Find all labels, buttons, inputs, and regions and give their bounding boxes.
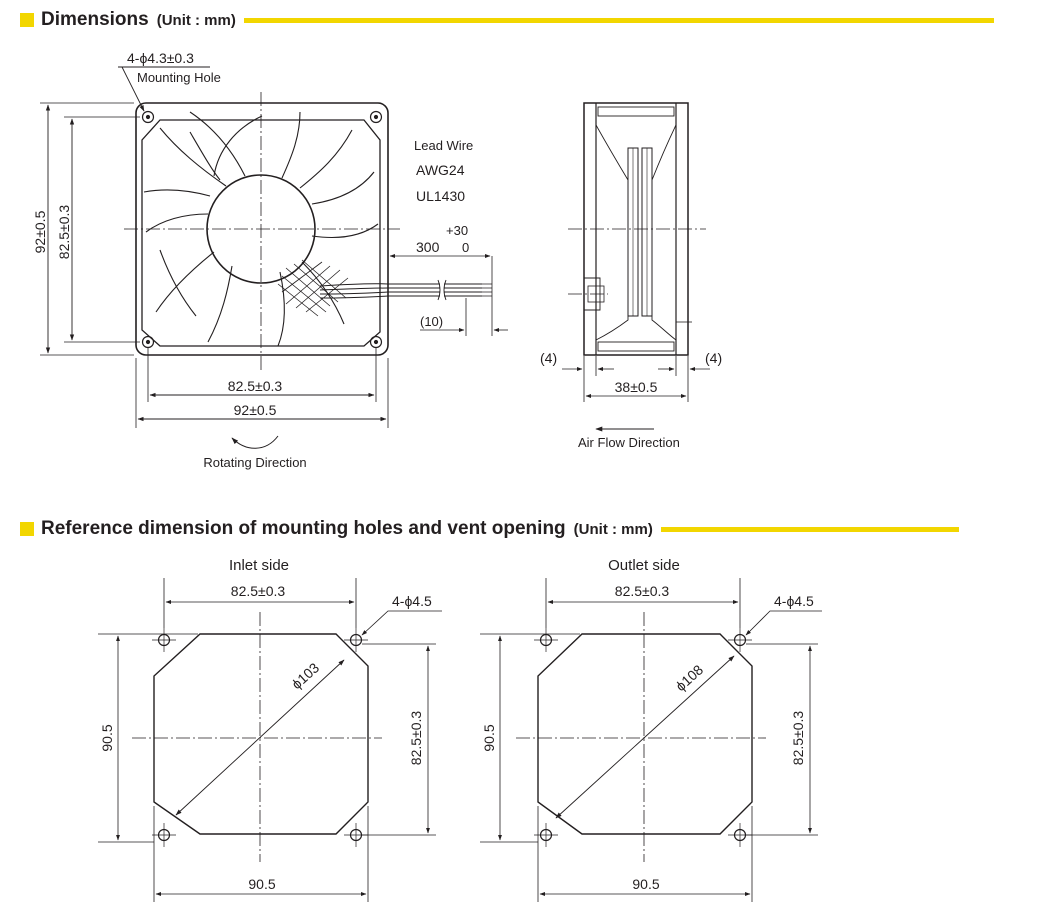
height-outer-label: 92±0.5	[32, 210, 48, 253]
depth-label: 38±0.5	[615, 379, 658, 395]
tolerance-base: 0	[462, 240, 469, 255]
inlet-pitch-vertical: 82.5±0.3	[408, 711, 424, 766]
hole-label: Mounting Hole	[137, 70, 221, 85]
outlet-height: 90.5	[481, 724, 497, 751]
rotation-arrow-icon	[231, 435, 279, 449]
inlet-width: 90.5	[248, 876, 275, 892]
outlet-holes: 4-ϕ4.5	[774, 593, 814, 609]
section-header-dimensions: Dimensions (Unit : mm)	[20, 7, 994, 33]
side-view	[562, 102, 710, 432]
inlet-holes: 4-ϕ4.5	[392, 593, 432, 609]
section-rule	[660, 526, 959, 532]
section-title: Reference dimension of mounting holes an…	[41, 518, 566, 539]
yellow-square-icon	[20, 13, 34, 27]
section-rule	[243, 17, 994, 23]
front-view-labels: 4-ϕ4.3±0.3 Mounting Hole 92±0.5 82.5±0.3…	[32, 50, 473, 470]
section-header-reference: Reference dimension of mounting holes an…	[20, 516, 959, 542]
side-view-labels: (4) (4) 38±0.5 Air Flow Direction	[540, 350, 722, 450]
hole-callout: 4-ϕ4.3±0.3	[127, 50, 194, 66]
inlet-height: 90.5	[99, 724, 115, 751]
mounting-hole-icon	[141, 110, 383, 349]
outlet-pitch: 82.5±0.3	[615, 583, 670, 599]
width-pitch-label: 82.5±0.3	[228, 378, 283, 394]
wire-mesh	[277, 259, 349, 317]
side-offset-right: (4)	[705, 350, 722, 366]
lead-wire	[319, 279, 492, 301]
inlet-pitch: 82.5±0.3	[231, 583, 286, 599]
outlet-width: 90.5	[632, 876, 659, 892]
fan-blade-icon	[143, 111, 379, 347]
width-outer-label: 92±0.5	[234, 402, 277, 418]
inlet-diameter: ϕ103	[288, 659, 322, 692]
yellow-square-icon	[20, 522, 34, 536]
rotating-label: Rotating Direction	[203, 455, 306, 470]
height-pitch-label: 82.5±0.3	[56, 205, 72, 260]
outlet-pitch-vertical: 82.5±0.3	[790, 711, 806, 766]
inlet-cutout	[98, 578, 442, 902]
air-flow-label: Air Flow Direction	[578, 435, 680, 450]
outlet-cutout	[480, 578, 822, 902]
section-title: Dimensions	[41, 9, 149, 30]
strip-length: (10)	[420, 314, 443, 329]
front-view	[40, 66, 508, 449]
ul-label: UL1430	[416, 188, 465, 204]
awg-label: AWG24	[416, 162, 465, 178]
section-unit: (Unit : mm)	[573, 520, 653, 538]
lead-wire-label: Lead Wire	[414, 138, 473, 153]
mounting-hole-icon	[539, 633, 747, 842]
outlet-labels: Outlet side 82.5±0.3 4-ϕ4.5 ϕ108 90.5 82…	[481, 557, 814, 892]
section-unit: (Unit : mm)	[156, 11, 236, 29]
outlet-title: Outlet side	[608, 557, 680, 574]
outlet-diameter: ϕ108	[672, 661, 706, 694]
inlet-title: Inlet side	[229, 557, 289, 574]
side-offset-left: (4)	[540, 350, 557, 366]
wire-length: 300	[416, 239, 440, 255]
tolerance-plus: +30	[446, 223, 468, 238]
